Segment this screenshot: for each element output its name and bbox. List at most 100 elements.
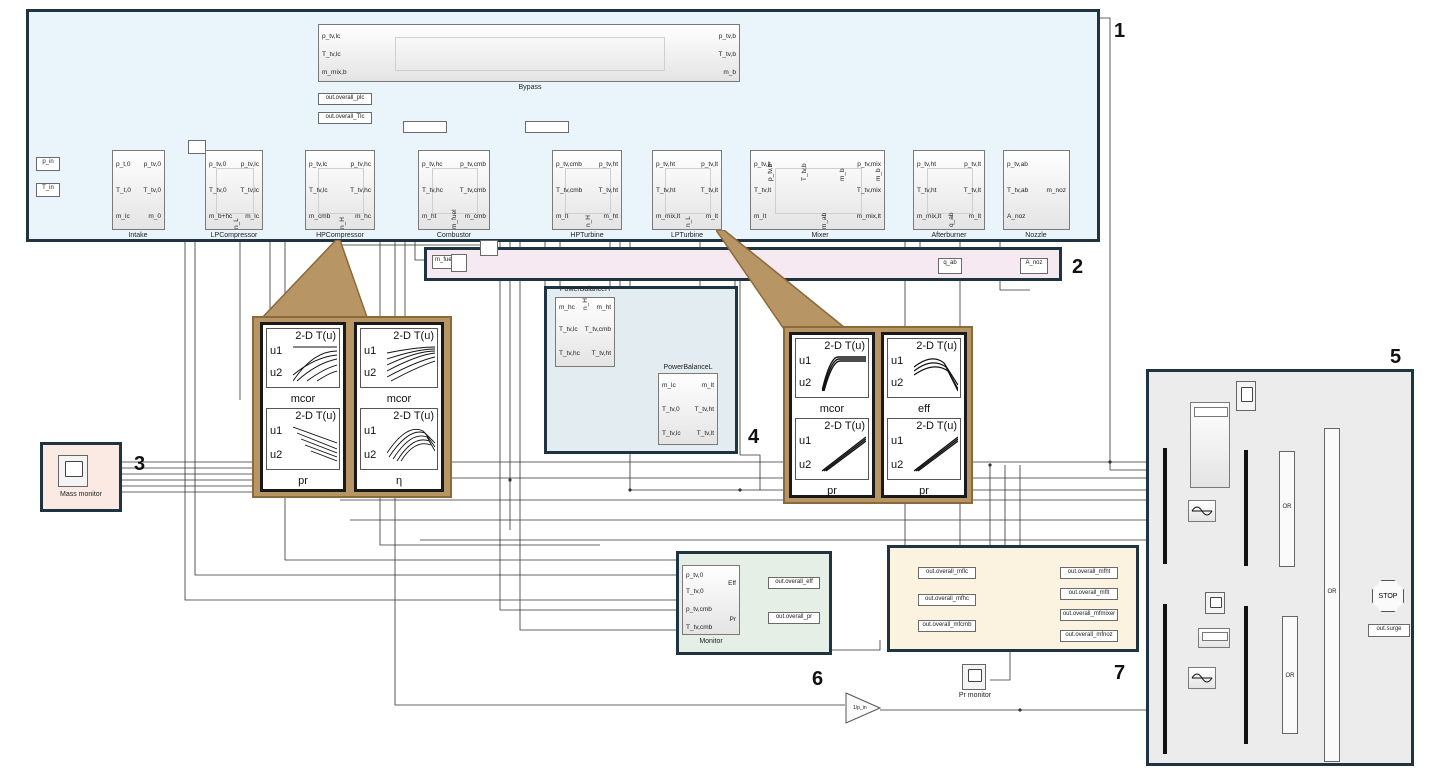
hpturbine-block[interactable]: p_tv,cmb T_tv,cmb m_lt p_tv,ht T_tv,ht m… (552, 150, 622, 230)
port: p_tv,lt (754, 161, 771, 168)
port: T_tv,hc (350, 187, 371, 194)
display-block[interactable] (403, 121, 447, 133)
mux-bar[interactable] (1244, 450, 1248, 566)
q-ab-source[interactable]: q_ab (938, 258, 962, 274)
surge-display-block[interactable] (1198, 628, 1230, 648)
port: p_tv,b (718, 33, 736, 40)
port: q_ab (948, 212, 955, 227)
lookup-input: u2 (799, 377, 812, 389)
power-balance-h-label: PowerBalanceH (559, 286, 611, 293)
overall-mfcmb-output[interactable]: out.overall_mfcmb (918, 620, 976, 632)
overall-eff-output[interactable]: out.overall_eff (768, 577, 820, 589)
lpturbine-block[interactable]: p_tv,ht T_tv,ht m_mix,lt p_tv,lt T_tv,lt… (652, 150, 722, 230)
port: m_hc (355, 213, 371, 220)
lookup-name: pr (919, 485, 929, 497)
port: p_tv,ht (598, 161, 618, 168)
port: Pr (729, 616, 737, 623)
sine-display-block[interactable] (1188, 667, 1216, 689)
lookup-table-block[interactable]: 2-D T(u) u1 u2 (360, 408, 438, 470)
monitor-block[interactable]: p_tv,0 T_tv,0 p_tv,cmb T_tv,cmb Eff Pr (682, 565, 740, 635)
map-curves (293, 426, 337, 462)
intake-block[interactable]: p_t,0 T_t,0 m_lc p_tv,0 T_tv,0 m_0 (112, 150, 165, 230)
t-in-source[interactable]: T_in (36, 183, 60, 197)
lookup-table-block[interactable]: 2-D T(u) u1 u2 (795, 418, 869, 480)
port: m_ht (603, 213, 618, 220)
overall-mfnoz-output[interactable]: out.overall_mfnoz (1060, 630, 1118, 642)
afterburner-label: Afterburner (931, 232, 967, 239)
port: T_tv,lt (696, 430, 714, 437)
gain-label: 1/p_in (853, 705, 867, 711)
power-balance-h-block[interactable]: m_hc T_tv,lc T_tv,hc m_ht T_tv,cmb T_tv,… (555, 297, 615, 367)
port: T_tv,lc (662, 430, 681, 437)
overall-mflc-output[interactable]: out.overall_mflc (918, 567, 976, 579)
mux-bar[interactable] (1244, 606, 1248, 744)
or-block[interactable]: OR (1279, 451, 1295, 567)
overall-pr-output[interactable]: out.overall_pr (768, 612, 820, 624)
bypass-block[interactable]: p_tv,lc T_tv,lc m_mix,b p_tv,b T_tv,b m_… (318, 24, 740, 82)
lpcompressor-block[interactable]: p_tv,0 T_tv,0 m_b+hc p_tv,lc T_tv,lc m_l… (205, 150, 263, 230)
or-block[interactable]: OR (1282, 616, 1298, 734)
lookup-input: u2 (799, 459, 812, 471)
lookup-input: u1 (270, 425, 283, 437)
port: n_H (582, 298, 589, 310)
port: T_tv,hc (559, 350, 580, 357)
port: T_tv,b (801, 163, 808, 181)
port: T_tv,lc (240, 187, 259, 194)
lookup-table-block[interactable]: 2-D T(u) u1 u2 (795, 338, 869, 398)
port: p_tv,lt (964, 161, 981, 168)
nozzle-block[interactable]: p_tv,ab T_tv,ab A_noz m_noz (1003, 150, 1070, 230)
overall-mfmixer-output[interactable]: out.overall_mfmixer (1060, 609, 1118, 621)
surge-display-block[interactable] (1190, 402, 1230, 488)
pr-monitor-scope[interactable] (962, 664, 986, 690)
port: m_0 (148, 213, 161, 220)
port: p_tv,lc (309, 161, 328, 168)
lookup-table-block[interactable]: 2-D T(u) u1 u2 (266, 328, 340, 388)
afterburner-block[interactable]: p_tv,ht T_tv,ht m_mix,lt p_tv,lt T_tv,lt… (913, 150, 985, 230)
mass-monitor-scope[interactable] (58, 455, 88, 487)
m-fuel-source[interactable]: m_fuel (432, 255, 456, 269)
mux-bar[interactable] (1163, 604, 1167, 754)
a-noz-source[interactable]: A_noz (1020, 258, 1048, 274)
mixer-block[interactable]: p_tv,lt T_tv,lt m_lt p_tv,mix T_tv,mix m… (750, 150, 885, 230)
port: p_tv,b (767, 163, 774, 181)
overall-mfht-output[interactable]: out.overall_mfht (1060, 567, 1118, 579)
mux-bar[interactable] (1163, 448, 1167, 564)
lookup-table-block[interactable]: 2-D T(u) u1 u2 (887, 338, 961, 398)
lookup-input: u1 (270, 345, 283, 357)
gain-block[interactable] (845, 692, 881, 724)
port: m_mix,lt (856, 213, 881, 220)
stop-block[interactable]: STOP (1372, 580, 1404, 612)
port: p_tv,mix (857, 161, 881, 168)
overall-mfhc-output[interactable]: out.overall_mfhc (918, 594, 976, 606)
or-block[interactable]: OR (1324, 428, 1340, 762)
fuel-signal-block[interactable] (451, 254, 467, 272)
lookup-title: 2-D T(u) (393, 330, 434, 342)
sine-display-block[interactable] (1188, 500, 1216, 522)
port: p_tv,hc (350, 161, 371, 168)
combustor-block[interactable]: p_tv,hc T_tv,hc m_ht p_tv,cmb T_tv,cmb m… (418, 150, 490, 230)
lookup-title: 2-D T(u) (916, 420, 957, 432)
surge-scope[interactable] (1205, 592, 1225, 614)
port: m_mix,lt (656, 213, 681, 220)
p-in-source[interactable]: p_in (36, 157, 60, 171)
overall-tlc-output[interactable]: out.overall_Tlc (318, 112, 372, 124)
lookup-table-block[interactable]: 2-D T(u) u1 u2 (360, 328, 438, 388)
map-curves (822, 356, 866, 392)
power-balance-l-block[interactable]: m_lc T_tv,0 T_tv,lc m_lt T_tv,ht T_tv,lt (658, 373, 718, 445)
sum-block[interactable] (188, 140, 206, 154)
port: T_tv,lt (700, 187, 718, 194)
overall-mflt-output[interactable]: out.overall_mflt (1060, 588, 1118, 600)
port: p_tv,hc (422, 161, 443, 168)
surge-output[interactable]: out.surge (1368, 624, 1410, 637)
lookup-table-block[interactable]: 2-D T(u) u1 u2 (887, 418, 961, 480)
hpcompressor-block[interactable]: p_tv,lc T_tv,lc m_cmb p_tv,hc T_tv,hc m_… (305, 150, 375, 230)
port: p_tv,0 (209, 161, 227, 168)
port: T_tv,ht (694, 406, 714, 413)
surge-scope[interactable] (1236, 381, 1256, 411)
fuel-gain-block[interactable] (480, 240, 498, 256)
lookup-table-block[interactable]: 2-D T(u) u1 u2 (266, 408, 340, 470)
overall-plc-output[interactable]: out.overall_plc (318, 93, 372, 105)
display-block[interactable] (525, 121, 569, 133)
port: T_tv,b (718, 51, 736, 58)
port: m_lt (754, 213, 767, 220)
